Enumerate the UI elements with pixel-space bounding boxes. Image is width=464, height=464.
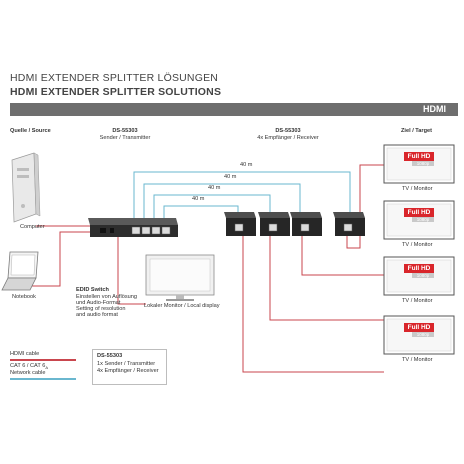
tv-1-label: TV / Monitor [402,186,433,192]
edid-line-2: und Audio-Format [76,300,121,306]
transmitter-device [88,218,178,237]
transmitter-model: DS-55303 [112,128,138,134]
cat-cable-3 [153,194,271,222]
computer-tower [11,152,41,223]
legend-network-label: Network cable [10,370,46,376]
title-english: HDMI EXTENDER SPLITTER SOLUTIONS [10,86,222,98]
cat-cable-1 [133,171,351,222]
edid-line-3: Setting of resolution [76,306,126,312]
distance-label-3: 40 m [208,185,221,191]
local-monitor-label: Lokaler Monitor / Local display [144,303,220,309]
tv-3-sub: 1080p [412,273,434,278]
legend-hdmi-line [10,359,76,361]
hdmi-cables [28,164,384,373]
tv-2-label: TV / Monitor [402,242,433,248]
notebook [1,251,39,291]
legend-cat-text: CAT 6 / CAT 6 [10,363,46,369]
cat-cable-4 [163,205,239,222]
edid-line-4: and audio format [76,312,118,318]
tv-4-sub: 1080p [412,332,434,337]
tv-3-label: TV / Monitor [402,298,433,304]
hdmi-cable-rx4 [346,164,384,249]
edid-line-1: Einstellen von Auflösung [76,294,137,300]
header-bar: HDMI [10,103,458,116]
target-heading: Ziel / Target [401,128,432,134]
tv-4-label: TV / Monitor [402,357,433,363]
hdmi-cable-notebook [28,231,92,287]
local-monitor [145,254,215,301]
distance-label-4: 40 m [192,196,205,202]
legend-cat-label: CAT 6 / CAT 6A [10,363,48,371]
cat-cables [133,171,351,222]
hdmi-cable-rx1 [242,236,384,373]
source-heading: Quelle / Source [10,128,51,134]
hdmi-cable-rx3 [301,236,384,276]
legend-cat-line [10,378,76,380]
cat-cable-2 [143,183,301,222]
edid-title: EDID Switch [76,287,109,293]
info-box-model: DS-55303 [97,353,123,359]
receiver-2 [258,212,290,236]
tv-1-badge: Full HD [404,152,434,161]
distance-label-1: 40 m [240,162,253,168]
info-box-line-2: 4x Empfänger / Receiver [97,368,159,374]
transmitter-role: Sender / Transmitter [99,135,151,141]
hdmi-cable-rx2 [269,236,384,321]
tv-3-badge: Full HD [404,264,434,273]
tv-2-sub: 1080p [412,217,434,222]
legend-cat-sub: A [45,365,49,371]
computer-label: Computer [20,224,45,230]
tv-2-badge: Full HD [404,208,434,217]
distance-label-2: 40 m [224,174,237,180]
info-box: DS-55303 1x Sender / Transmitter 4x Empf… [92,349,167,385]
title-german: HDMI EXTENDER SPLITTER LÖSUNGEN [10,72,219,84]
hdmi-badge: HDMI [423,104,446,114]
info-box-line-1: 1x Sender / Transmitter [97,361,156,367]
receiver-role: 4x Empfänger / Receiver [257,135,319,141]
legend-hdmi-label: HDMI cable [10,351,40,357]
receiver-3 [290,212,322,236]
tv-1-sub: 1080p [412,161,434,166]
hdmi-cable-local [117,237,146,305]
receiver-4 [333,212,365,236]
tv-4-badge: Full HD [404,323,434,332]
notebook-label: Notebook [12,294,36,300]
receiver-1 [224,212,256,236]
receiver-model: DS-55303 [275,128,301,134]
